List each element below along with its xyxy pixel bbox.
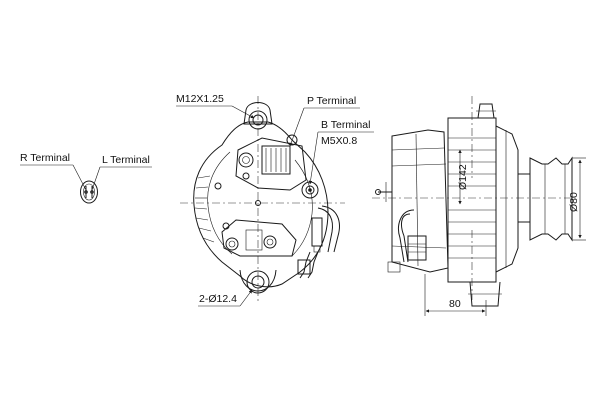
thread-spec-label: M12X1.25 xyxy=(176,93,224,105)
r-terminal-callout: R Terminal xyxy=(20,152,87,191)
length-label: 80 xyxy=(449,298,461,310)
holes-callout: 2-Ø12.4 xyxy=(198,289,253,307)
body-diameter-dimension: Ø142 xyxy=(457,149,469,205)
thread-spec-callout: M12X1.25 xyxy=(176,93,255,119)
r-terminal-label: R Terminal xyxy=(20,152,70,164)
b-terminal-callout: B Terminal M5X0.8 xyxy=(308,119,374,185)
pulley-diameter-label: Ø80 xyxy=(568,192,580,212)
holes-label: 2-Ø12.4 xyxy=(199,293,237,305)
b-thread-label: M5X0.8 xyxy=(321,135,357,147)
p-terminal-callout: P Terminal xyxy=(289,95,360,147)
b-terminal-label: B Terminal xyxy=(321,119,370,131)
body-diameter-label: Ø142 xyxy=(457,164,469,190)
rl-connector xyxy=(80,180,98,204)
pulley-diameter-dimension: Ø80 xyxy=(568,157,586,241)
side-view xyxy=(372,96,575,307)
l-terminal-callout: L Terminal xyxy=(91,154,152,191)
l-terminal-label: L Terminal xyxy=(102,154,150,166)
p-terminal-label: P Terminal xyxy=(307,95,356,107)
length-dimension: 80 xyxy=(424,274,487,316)
front-view xyxy=(180,96,345,304)
